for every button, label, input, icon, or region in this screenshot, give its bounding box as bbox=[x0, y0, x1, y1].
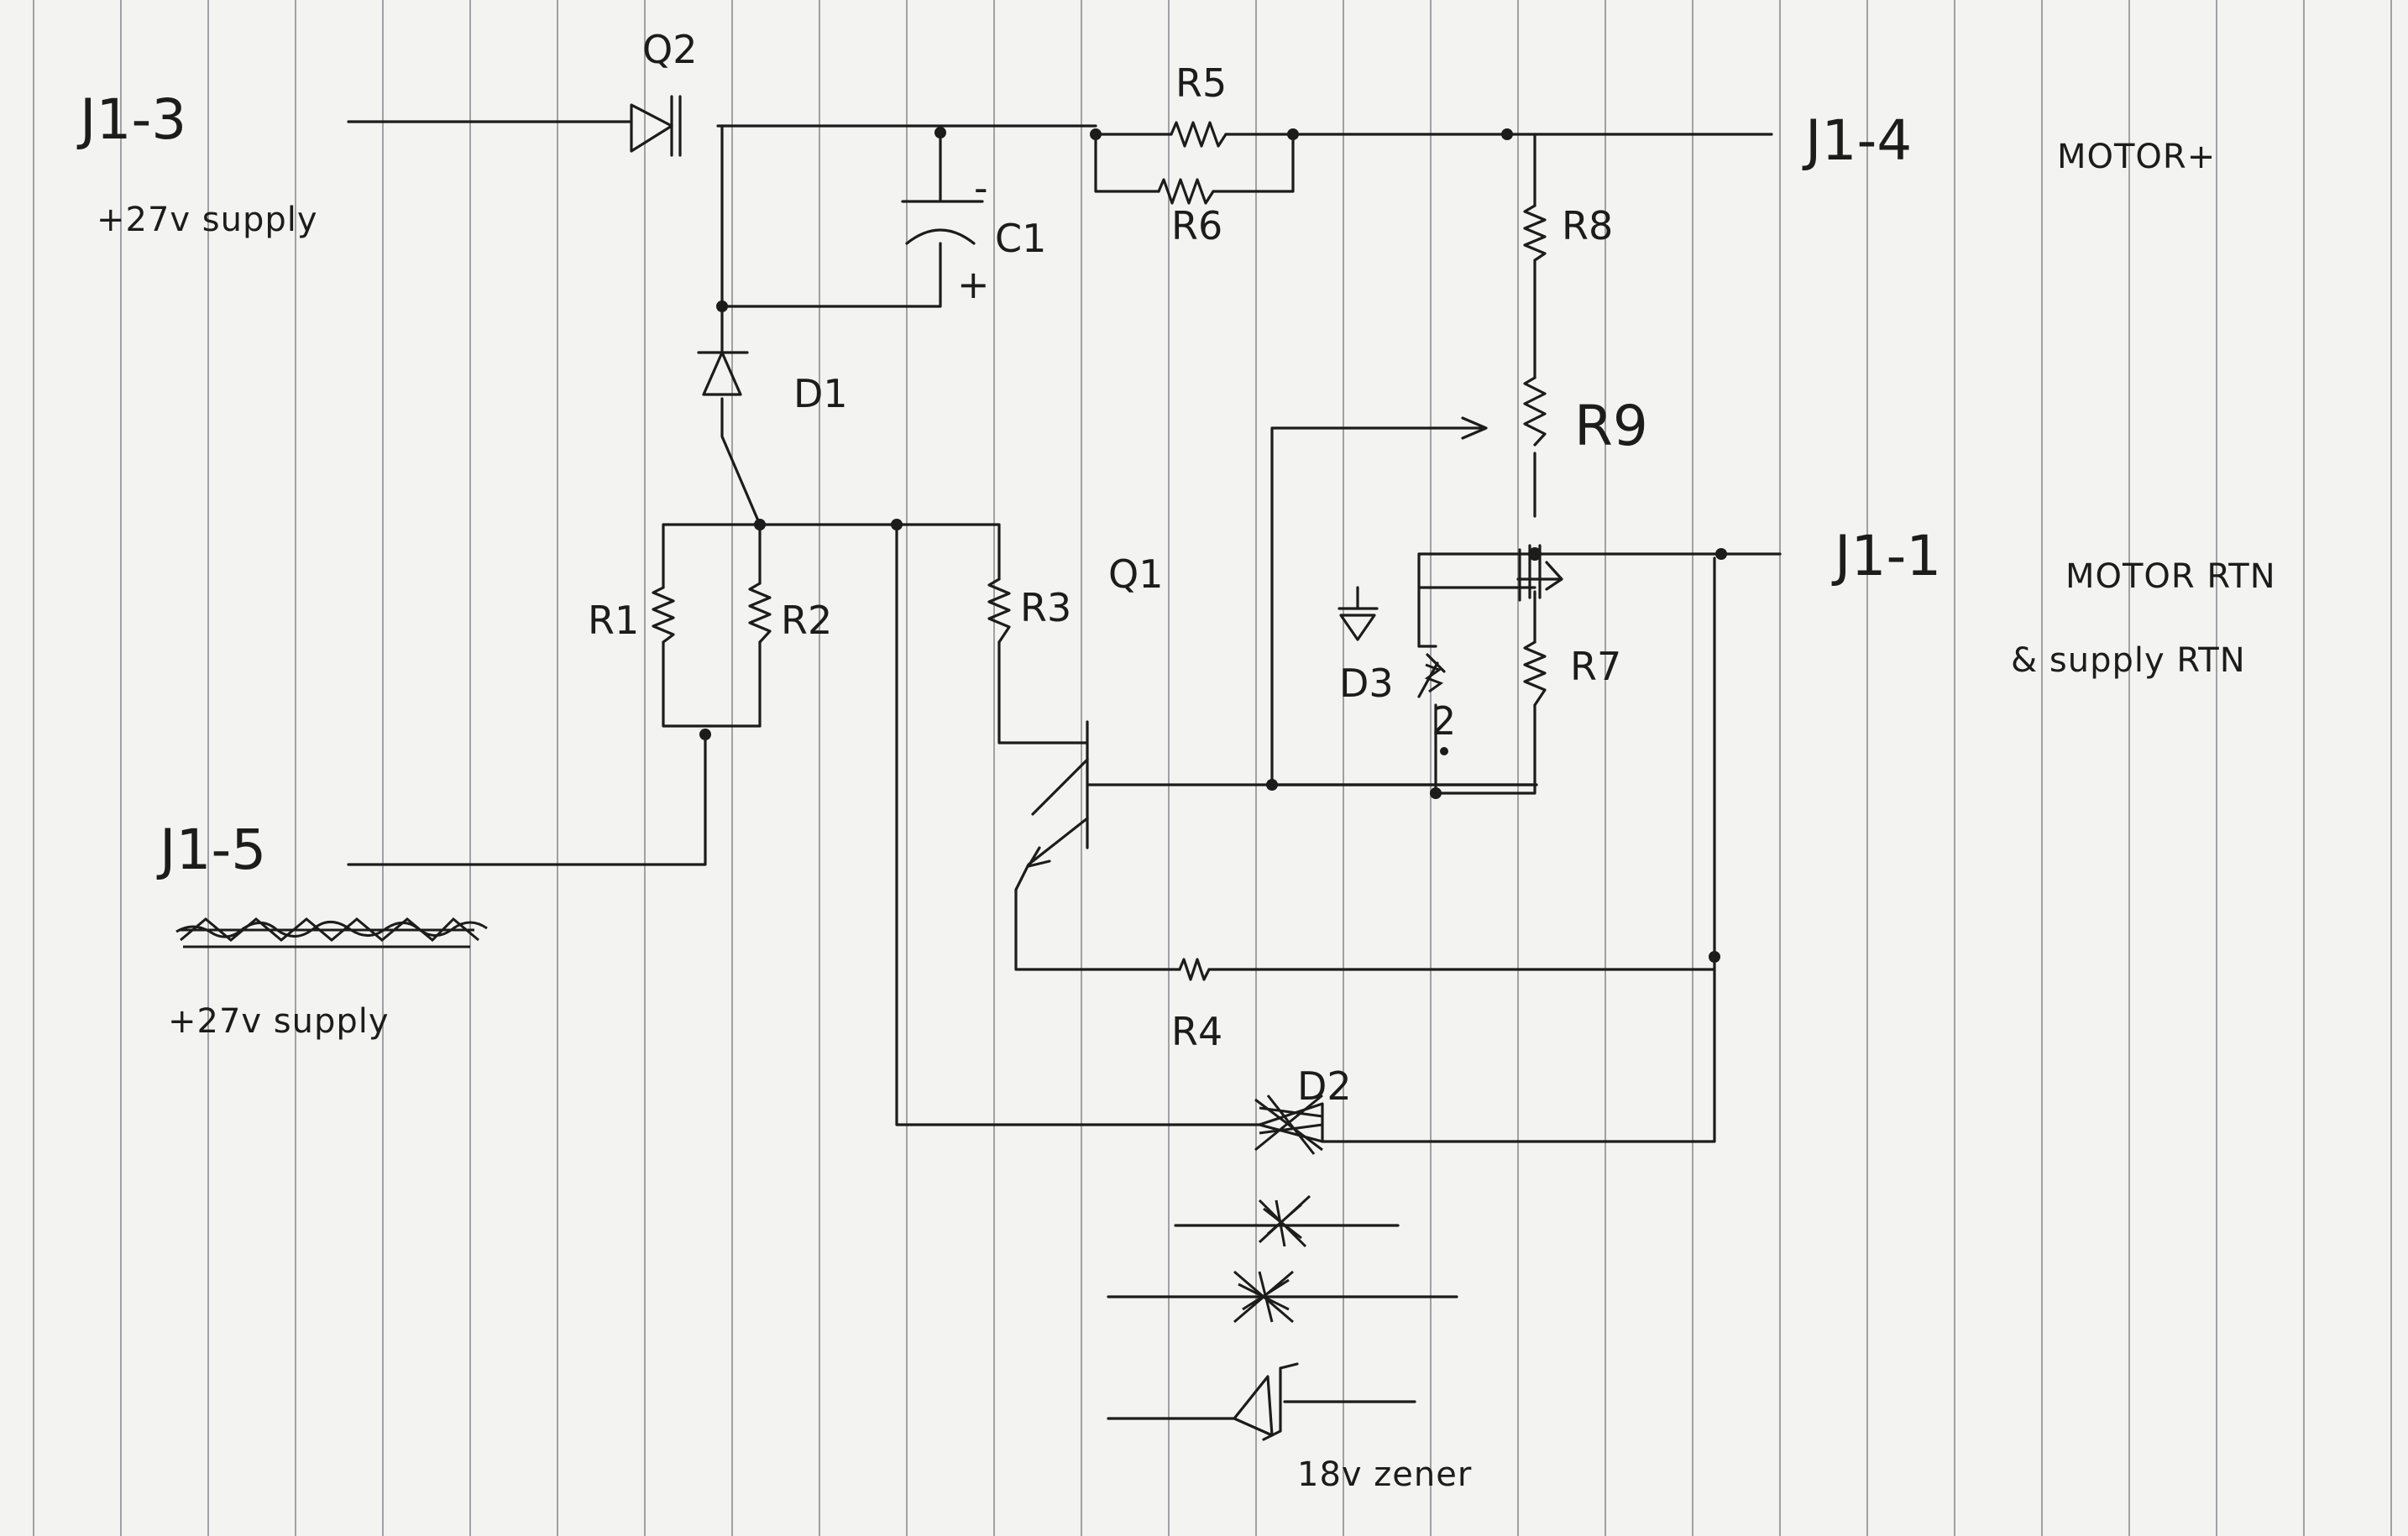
junction-dot bbox=[1090, 128, 1102, 140]
wires bbox=[347, 120, 1782, 1420]
r6-label: R6 bbox=[1171, 203, 1222, 248]
r9-resistor bbox=[1523, 376, 1547, 447]
q2-transistor bbox=[630, 95, 682, 157]
d1-diode bbox=[697, 351, 749, 396]
junction-dot bbox=[754, 519, 766, 530]
d2-label: D2 bbox=[1297, 1063, 1352, 1109]
c1-plus-label: + bbox=[957, 262, 990, 307]
junction-dot bbox=[1709, 951, 1720, 963]
connector-j1-3-label: J1-3 bbox=[76, 87, 186, 152]
c1-label: C1 bbox=[995, 216, 1046, 261]
r3-label: R3 bbox=[1020, 585, 1071, 630]
crossed-diode-2 bbox=[1258, 1194, 1311, 1248]
d1-label: D1 bbox=[793, 371, 848, 416]
q1-label: Q1 bbox=[1108, 551, 1163, 597]
zener-note: 18v zener bbox=[1297, 1455, 1472, 1494]
connector-j1-4-label: J1-4 bbox=[1802, 108, 1912, 173]
r4-label: R4 bbox=[1171, 1009, 1222, 1054]
junction-dot bbox=[1440, 747, 1448, 755]
r9-label: R9 bbox=[1574, 394, 1648, 458]
supply-note-bottom: +27v supply bbox=[168, 1002, 390, 1041]
d3-label: D3 bbox=[1339, 661, 1394, 706]
r7-label: R7 bbox=[1570, 644, 1621, 689]
motor-plus-note: MOTOR+ bbox=[2057, 138, 2216, 176]
r4-resistor bbox=[1178, 958, 1211, 981]
junction-dot bbox=[1430, 787, 1442, 799]
q2-label: Q2 bbox=[642, 27, 697, 72]
c1-minus-label: - bbox=[974, 165, 988, 211]
c1-capacitor bbox=[901, 200, 984, 245]
d2-crossed-diode bbox=[1254, 1094, 1324, 1155]
d3-pin-label: 2 bbox=[1432, 698, 1456, 744]
junction-dot bbox=[699, 729, 711, 740]
junction-dot bbox=[1501, 128, 1513, 140]
struck-out-label bbox=[175, 917, 488, 948]
r8-label: R8 bbox=[1562, 203, 1613, 248]
notebook-rules bbox=[33, 0, 2392, 1536]
r5-label: R5 bbox=[1175, 60, 1227, 106]
junction-dot bbox=[891, 519, 903, 530]
r5-resistor bbox=[1170, 121, 1228, 148]
r1-label: R1 bbox=[588, 598, 639, 643]
r1-resistor bbox=[652, 586, 675, 644]
connector-j1-1-label: J1-1 bbox=[1831, 524, 1941, 588]
r3-resistor bbox=[987, 577, 1011, 644]
r2-resistor bbox=[748, 582, 772, 644]
r6-resistor bbox=[1157, 178, 1215, 205]
junction-dot bbox=[1287, 128, 1299, 140]
labels: J1-3 +27v supply J1-4 MOTOR+ J1-1 MOTOR … bbox=[76, 27, 2276, 1494]
junction-dots bbox=[699, 127, 1727, 963]
junction-dot bbox=[1715, 548, 1727, 560]
supply-note-top: +27v supply bbox=[97, 201, 318, 239]
junction-dot bbox=[934, 127, 946, 138]
motor-rtn-note: MOTOR RTN bbox=[2065, 557, 2276, 596]
zener-diode bbox=[1233, 1362, 1299, 1441]
r8-resistor bbox=[1523, 204, 1547, 262]
junction-dot bbox=[716, 300, 728, 312]
r2-label: R2 bbox=[781, 598, 832, 643]
crossed-diode-3 bbox=[1233, 1270, 1294, 1324]
junction-dot bbox=[1528, 547, 1542, 561]
junction-dot bbox=[1266, 779, 1278, 791]
d3-diode bbox=[1337, 586, 1446, 698]
connector-j1-5-label: J1-5 bbox=[156, 818, 266, 882]
supply-rtn-note: & supply RTN bbox=[2011, 641, 2246, 680]
q1-transistor bbox=[1014, 720, 1089, 891]
r7-resistor bbox=[1523, 640, 1547, 707]
